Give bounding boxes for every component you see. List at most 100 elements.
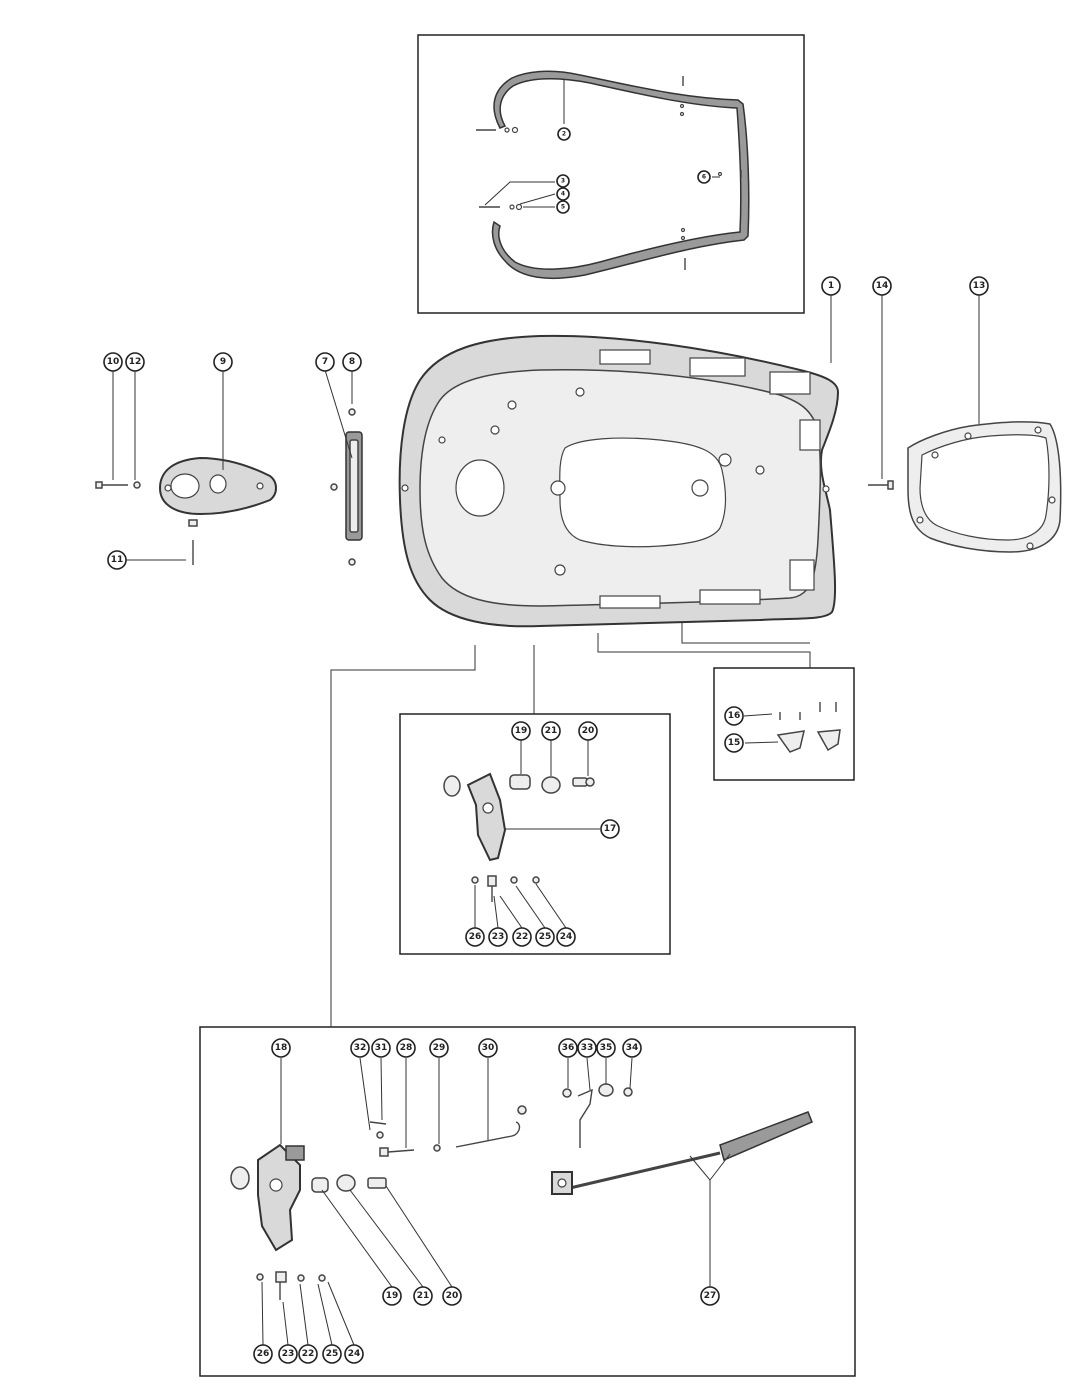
seal-strip-7 xyxy=(345,431,363,541)
svg-text:11: 11 xyxy=(111,555,124,565)
svg-text:22: 22 xyxy=(302,1349,315,1359)
svg-text:33: 33 xyxy=(581,1043,594,1053)
leader-lines xyxy=(112,80,980,1346)
bracket-9 xyxy=(158,456,277,516)
svg-text:20: 20 xyxy=(582,726,595,736)
callout-20-lower: 20 xyxy=(442,1286,462,1306)
svg-text:1: 1 xyxy=(828,281,834,291)
callout-23-upper: 23 xyxy=(488,927,508,947)
callout-18: 18 xyxy=(271,1038,291,1058)
lever-detail-box xyxy=(399,713,671,955)
svg-text:20: 20 xyxy=(446,1291,459,1301)
svg-text:13: 13 xyxy=(973,281,986,291)
svg-text:28: 28 xyxy=(400,1043,413,1053)
callout-19-lower: 19 xyxy=(382,1286,402,1306)
svg-text:21: 21 xyxy=(545,726,558,736)
callout-9: 9 xyxy=(213,352,233,372)
rubber-seal xyxy=(491,70,750,280)
callout-21-lower: 21 xyxy=(413,1286,433,1306)
callout-16: 16 xyxy=(724,706,744,726)
callout-20-upper: 20 xyxy=(578,721,598,741)
callout-12: 12 xyxy=(125,352,145,372)
svg-text:31: 31 xyxy=(375,1043,388,1053)
callouts: 1 2 3 4 5 6 7 8 9 10 11 12 13 14 15 16 1… xyxy=(103,127,989,1364)
callout-22-lower: 22 xyxy=(298,1344,318,1364)
svg-text:21: 21 xyxy=(417,1291,430,1301)
gasket xyxy=(907,421,1062,553)
callout-15: 15 xyxy=(724,733,744,753)
callout-25-upper: 25 xyxy=(535,927,555,947)
svg-text:23: 23 xyxy=(492,932,505,942)
svg-text:30: 30 xyxy=(482,1043,495,1053)
svg-text:36: 36 xyxy=(562,1043,575,1053)
svg-text:12: 12 xyxy=(129,357,142,367)
callout-6: 6 xyxy=(697,170,711,184)
svg-text:18: 18 xyxy=(275,1043,288,1053)
svg-text:19: 19 xyxy=(515,726,528,736)
fastener-11 xyxy=(188,519,198,565)
callout-8: 8 xyxy=(342,352,362,372)
svg-text:35: 35 xyxy=(600,1043,613,1053)
svg-text:26: 26 xyxy=(257,1349,270,1359)
svg-text:23: 23 xyxy=(282,1349,295,1359)
svg-text:19: 19 xyxy=(386,1291,399,1301)
svg-text:8: 8 xyxy=(349,357,355,367)
svg-text:25: 25 xyxy=(539,932,552,942)
callout-22-upper: 22 xyxy=(512,927,532,947)
callout-34: 34 xyxy=(622,1038,642,1058)
shift-rod-27 xyxy=(551,1111,813,1195)
svg-text:9: 9 xyxy=(220,357,226,367)
clip-8 xyxy=(348,408,356,416)
clip-8c xyxy=(348,558,356,566)
clip-8b xyxy=(330,483,338,491)
svg-text:24: 24 xyxy=(560,932,573,942)
callout-21-upper: 21 xyxy=(541,721,561,741)
screw-14 xyxy=(868,480,894,490)
svg-text:29: 29 xyxy=(433,1043,446,1053)
callout-13: 13 xyxy=(969,276,989,296)
callout-17: 17 xyxy=(600,819,620,839)
svg-text:26: 26 xyxy=(469,932,482,942)
callout-24-upper: 24 xyxy=(556,927,576,947)
bottom-cowl xyxy=(398,334,840,628)
linkage-small-parts xyxy=(256,1083,633,1300)
callout-36: 36 xyxy=(558,1038,578,1058)
svg-text:32: 32 xyxy=(354,1043,367,1053)
callout-26-lower: 26 xyxy=(253,1344,273,1364)
svg-text:34: 34 xyxy=(626,1043,639,1053)
callout-30: 30 xyxy=(478,1038,498,1058)
callout-27: 27 xyxy=(700,1286,720,1306)
svg-text:25: 25 xyxy=(326,1349,339,1359)
svg-text:6: 6 xyxy=(702,174,706,181)
callout-29: 29 xyxy=(429,1038,449,1058)
fastener-10 xyxy=(95,481,128,489)
seal-detail-box xyxy=(417,34,805,314)
lever-17 xyxy=(443,772,507,862)
lever-18 xyxy=(230,1143,305,1252)
svg-text:7: 7 xyxy=(322,357,328,367)
seal-fasteners xyxy=(476,76,742,270)
callout-24-lower: 24 xyxy=(344,1344,364,1364)
clip-detail-box xyxy=(713,667,855,781)
svg-text:24: 24 xyxy=(348,1349,361,1359)
callout-31: 31 xyxy=(371,1038,391,1058)
svg-text:17: 17 xyxy=(604,824,617,834)
svg-text:27: 27 xyxy=(704,1291,717,1301)
callout-35: 35 xyxy=(596,1038,616,1058)
callout-28: 28 xyxy=(396,1038,416,1058)
linkage-detail-box xyxy=(199,1026,856,1377)
svg-text:3: 3 xyxy=(561,178,565,185)
callout-7: 7 xyxy=(315,352,335,372)
callout-19-upper: 19 xyxy=(511,721,531,741)
callout-10: 10 xyxy=(103,352,123,372)
washer-12 xyxy=(133,481,141,489)
callout-33: 33 xyxy=(577,1038,597,1058)
svg-text:22: 22 xyxy=(516,932,529,942)
svg-text:16: 16 xyxy=(728,711,741,721)
svg-text:4: 4 xyxy=(561,191,565,198)
callout-23-lower: 23 xyxy=(278,1344,298,1364)
lever-17-fasteners xyxy=(471,774,595,902)
callout-2: 2 xyxy=(557,127,571,141)
callout-5: 5 xyxy=(556,200,570,214)
